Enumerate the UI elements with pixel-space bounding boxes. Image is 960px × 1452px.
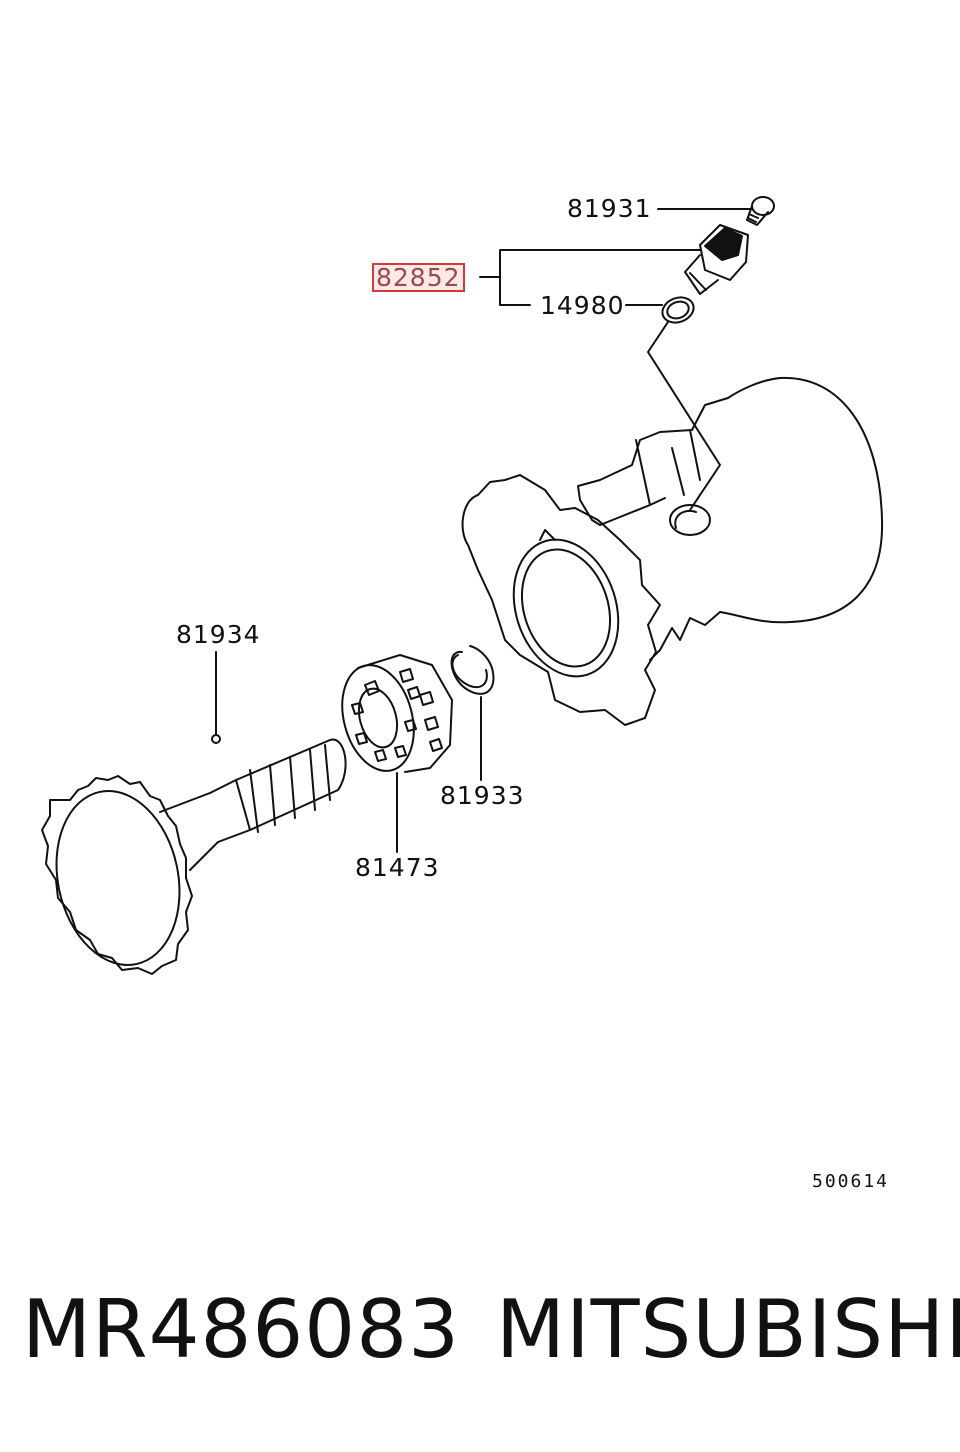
leader-to-housing: [647, 321, 721, 511]
transfer-housing: [461, 376, 884, 726]
roller-bearing-part: [341, 654, 453, 773]
callout-81933[interactable]: 81933: [440, 781, 525, 810]
bushing-part: [211, 734, 221, 744]
brand-name: MITSUBISHI: [496, 1283, 960, 1376]
callout-81931[interactable]: 81931: [567, 194, 652, 223]
callout-81473[interactable]: 81473: [355, 853, 440, 882]
screw-part: [746, 196, 775, 226]
leader-82852-bracket: [479, 249, 701, 306]
footer: MR486083 MITSUBISHI: [0, 1290, 960, 1380]
output-shaft-gear: [41, 738, 347, 975]
leader-lines: [215, 208, 751, 853]
callout-14980[interactable]: 14980: [540, 291, 625, 320]
diagram-number: 500614: [812, 1171, 890, 1192]
callout-82852[interactable]: 82852: [372, 263, 465, 292]
o-ring-part: [661, 296, 695, 324]
sensor-part: [684, 224, 749, 295]
part-number: MR486083: [22, 1283, 460, 1376]
callout-81934[interactable]: 81934: [176, 620, 261, 649]
snap-ring-part: [450, 645, 495, 695]
